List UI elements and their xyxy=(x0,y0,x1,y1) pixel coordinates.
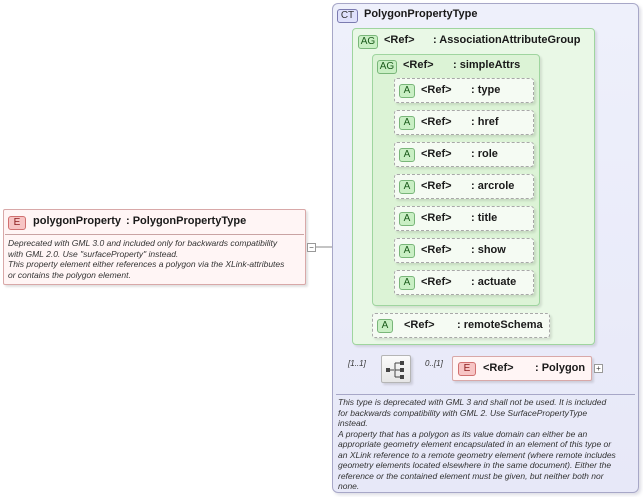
doc-line: appropriate geometry element encapsulate… xyxy=(338,439,612,449)
complex-type-badge: CT xyxy=(337,9,358,23)
attribute-remote-schema[interactable]: A <Ref> : remoteSchema xyxy=(372,313,550,338)
attribute-ref: <Ref> xyxy=(404,319,435,331)
element-name: : Polygon xyxy=(535,362,586,374)
attribute-arcrole[interactable]: A <Ref> : arcrole xyxy=(394,174,534,199)
group-name: : AssociationAttributeGroup xyxy=(433,34,581,46)
attribute-title[interactable]: A <Ref> : title xyxy=(394,206,534,231)
doc-line: This property element either references … xyxy=(8,259,285,269)
attribute-badge: A xyxy=(399,116,415,130)
attribute-name: : type xyxy=(471,84,501,96)
attribute-name: : arcrole xyxy=(471,180,515,192)
element-badge: E xyxy=(458,362,476,376)
attribute-name: : show xyxy=(471,244,506,256)
divider xyxy=(5,234,304,235)
complex-type-documentation: This type is deprecated with GML 3 and s… xyxy=(338,397,616,492)
element-ref: <Ref> xyxy=(483,362,514,374)
attribute-name: : actuate xyxy=(471,276,517,288)
attribute-ref: <Ref> xyxy=(421,180,452,192)
attribute-role[interactable]: A <Ref> : role xyxy=(394,142,534,167)
element-name: polygonProperty xyxy=(33,215,122,227)
sequence-compositor[interactable] xyxy=(381,355,411,383)
attribute-type[interactable]: A <Ref> : type xyxy=(394,78,534,103)
attribute-ref: <Ref> xyxy=(421,84,452,96)
attribute-ref: <Ref> xyxy=(421,116,452,128)
sequence-icon xyxy=(386,361,404,379)
expand-toggle[interactable]: + xyxy=(594,364,603,373)
element-type: : PolygonPropertyType xyxy=(126,215,247,227)
divider xyxy=(336,394,635,395)
doc-line: with GML 2.0. Use "surfaceProperty" inst… xyxy=(8,248,179,259)
group-ref: <Ref> xyxy=(384,34,415,46)
attribute-badge: A xyxy=(399,148,415,162)
element-documentation: Deprecated with GML 3.0 and included onl… xyxy=(8,238,284,280)
attribute-name: : remoteSchema xyxy=(457,319,543,331)
polygon-element[interactable]: E <Ref> : Polygon xyxy=(452,356,592,381)
attribute-name: : role xyxy=(471,148,498,160)
doc-line: This type is deprecated with GML 3 and s… xyxy=(338,397,607,407)
doc-line: for backwards compatibility with GML 2. … xyxy=(338,407,588,418)
attribute-badge: A xyxy=(377,319,393,333)
attribute-show[interactable]: A <Ref> : show xyxy=(394,238,534,263)
doc-line: geometry elements located elsewhere in t… xyxy=(338,460,612,470)
attribute-group-badge: AG xyxy=(377,60,397,74)
doc-line: Deprecated with GML 3.0 and included onl… xyxy=(8,238,278,248)
attribute-ref: <Ref> xyxy=(421,276,452,288)
attribute-badge: A xyxy=(399,84,415,98)
attribute-name: : title xyxy=(471,212,498,224)
doc-line: A property that has a polygon as its val… xyxy=(338,428,588,439)
attribute-ref: <Ref> xyxy=(421,148,452,160)
complex-type-name: PolygonPropertyType xyxy=(364,8,478,20)
attribute-badge: A xyxy=(399,244,415,258)
sequence-cardinality: [1..1] xyxy=(348,359,366,368)
attribute-actuate[interactable]: A <Ref> : actuate xyxy=(394,270,534,295)
element-badge: E xyxy=(8,216,26,230)
group-ref: <Ref> xyxy=(403,59,434,71)
attribute-ref: <Ref> xyxy=(421,212,452,224)
attribute-href[interactable]: A <Ref> : href xyxy=(394,110,534,135)
polygon-property-element[interactable]: E polygonProperty : PolygonPropertyType … xyxy=(3,209,306,285)
doc-line: none. xyxy=(338,481,360,491)
attribute-name: : href xyxy=(471,116,499,128)
attribute-ref: <Ref> xyxy=(421,244,452,256)
doc-line: reference or the contained element must … xyxy=(338,470,604,481)
attribute-badge: A xyxy=(399,276,415,290)
doc-line: an XLink reference to a remote geometry … xyxy=(338,449,616,460)
group-name: : simpleAttrs xyxy=(453,59,521,71)
doc-line: instead. xyxy=(338,418,368,428)
attribute-badge: A xyxy=(399,212,415,226)
attribute-group-badge: AG xyxy=(358,35,378,49)
attribute-badge: A xyxy=(399,180,415,194)
collapse-toggle[interactable]: − xyxy=(307,243,316,252)
polygon-cardinality: 0..[1] xyxy=(425,359,443,368)
doc-line: or contains the polygon element. xyxy=(8,269,131,280)
